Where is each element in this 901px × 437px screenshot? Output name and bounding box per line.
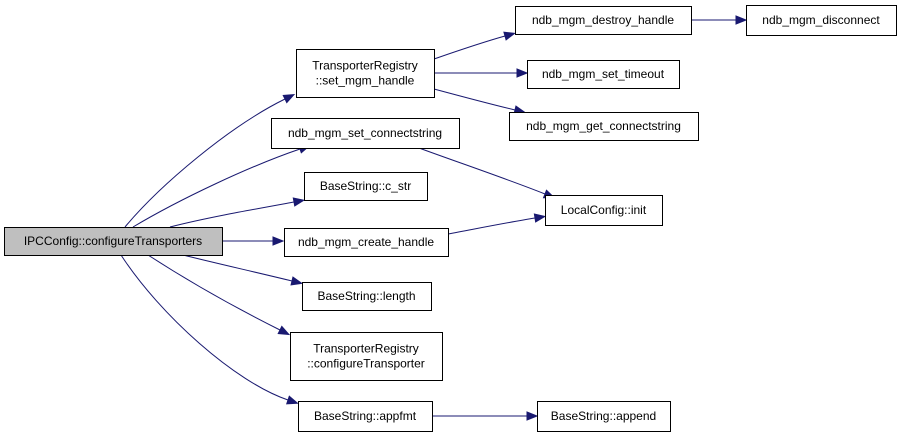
- node-label: ndb_mgm_disconnect: [762, 13, 880, 27]
- node-root[interactable]: IPCConfig::configureTransporters: [4, 227, 223, 256]
- node-label: BaseString::append: [551, 409, 656, 423]
- node-box: [271, 118, 460, 149]
- node-label: TransporterRegistry: [312, 59, 418, 73]
- node-label: BaseString::appfmt: [314, 409, 417, 423]
- arrowhead-icon: [735, 15, 748, 25]
- edge-line: [147, 254, 281, 331]
- edge-line: [124, 98, 286, 228]
- edge-root-to-set_connectstring: [132, 144, 311, 228]
- node-box: [509, 112, 699, 141]
- node-box: [290, 332, 443, 381]
- node-box: [296, 49, 435, 98]
- node-length[interactable]: BaseString::length: [302, 282, 432, 311]
- node-box: [304, 172, 428, 201]
- arrowhead-icon: [286, 395, 299, 405]
- edge-tr_set_mgm-to-set_timeout: [434, 68, 529, 78]
- edge-line: [433, 88, 516, 111]
- node-box: [537, 401, 671, 432]
- edge-root-to-tr_set_mgm: [124, 93, 296, 228]
- node-label: ndb_mgm_create_handle: [298, 235, 434, 249]
- edge-create_handle-to-localconfig_init: [447, 213, 547, 235]
- arrowhead-icon: [272, 236, 285, 246]
- node-create-handle[interactable]: ndb_mgm_create_handle: [284, 228, 449, 257]
- node-label: BaseString::length: [317, 289, 415, 303]
- edge-tr_set_mgm-to-destroy_handle: [433, 31, 516, 60]
- edge-destroy_handle-to-disconnect: [691, 15, 748, 25]
- node-destroy-handle[interactable]: ndb_mgm_destroy_handle: [515, 6, 692, 35]
- node-localconfig-init[interactable]: LocalConfig::init: [545, 195, 663, 226]
- node-append[interactable]: BaseString::append: [537, 401, 671, 432]
- edge-line: [132, 148, 301, 228]
- node-label: BaseString::c_str: [320, 179, 411, 193]
- edge-root-to-length: [182, 254, 304, 286]
- node-tr-configure[interactable]: TransporterRegistry::configureTransporte…: [290, 332, 443, 381]
- arrowhead-icon: [290, 276, 304, 286]
- edge-line: [120, 254, 289, 401]
- edge-line: [447, 217, 536, 235]
- node-box: [284, 228, 449, 257]
- node-box: [298, 401, 433, 432]
- edge-line: [169, 201, 295, 228]
- node-c-str[interactable]: BaseString::c_str: [304, 172, 428, 201]
- edge-set_connectstring-to-localconfig_init: [418, 147, 556, 199]
- node-label: ndb_mgm_set_timeout: [542, 67, 665, 81]
- node-appfmt[interactable]: BaseString::appfmt: [298, 401, 433, 432]
- node-label: ndb_mgm_get_connectstring: [526, 119, 681, 133]
- node-label: ndb_mgm_set_connectstring: [288, 126, 442, 140]
- edge-root-to-appfmt: [120, 254, 299, 405]
- edge-root-to-tr_configure: [147, 254, 291, 336]
- node-set-connectstring[interactable]: ndb_mgm_set_connectstring: [271, 118, 460, 149]
- node-box: [515, 6, 692, 35]
- node-box: [746, 5, 897, 36]
- node-label: ::configureTransporter: [307, 357, 425, 371]
- edge-tr_set_mgm-to-get_connectstring: [433, 88, 527, 115]
- arrowhead-icon: [526, 411, 539, 421]
- node-disconnect[interactable]: ndb_mgm_disconnect: [746, 5, 897, 36]
- node-box: [545, 195, 663, 226]
- edge-line: [433, 35, 506, 60]
- edge-root-to-c_str: [169, 197, 306, 228]
- node-box: [4, 227, 223, 256]
- node-box: [302, 282, 432, 311]
- node-label: ndb_mgm_destroy_handle: [532, 13, 674, 27]
- node-label: IPCConfig::configureTransporters: [24, 234, 202, 248]
- node-label: LocalConfig::init: [561, 203, 647, 217]
- node-get-connectstring[interactable]: ndb_mgm_get_connectstring: [509, 112, 699, 141]
- arrowhead-icon: [533, 213, 547, 223]
- node-tr-set-mgm[interactable]: TransporterRegistry::set_mgm_handle: [296, 49, 435, 98]
- arrowhead-icon: [277, 325, 291, 336]
- function-nodes: IPCConfig::configureTransportersTranspor…: [4, 5, 897, 432]
- edge-line: [418, 147, 546, 195]
- node-box: [527, 60, 680, 89]
- node-label: ::set_mgm_handle: [316, 74, 415, 88]
- edge-appfmt-to-append: [432, 411, 539, 421]
- arrowhead-icon: [282, 93, 296, 104]
- node-label: TransporterRegistry: [313, 342, 419, 356]
- arrowhead-icon: [503, 31, 516, 41]
- edge-line: [182, 254, 293, 282]
- arrowhead-icon: [516, 68, 529, 78]
- arrowhead-icon: [292, 197, 306, 207]
- node-set-timeout[interactable]: ndb_mgm_set_timeout: [527, 60, 680, 89]
- edge-root-to-create_handle: [222, 236, 285, 246]
